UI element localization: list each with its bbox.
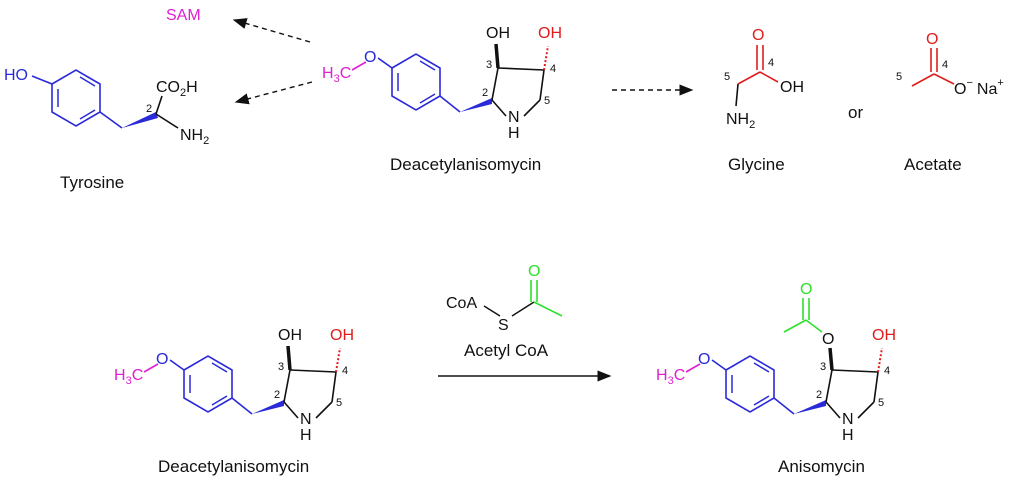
glycine-structure: O OH 4 5 NH2 [724,27,804,131]
svg-text:OH: OH [330,327,354,344]
anisomycin-name: Anisomycin [778,457,865,476]
acetate-structure: O 4 5 O−Na+ [896,31,1004,98]
acetyl-coa-structure: CoA S O [446,263,563,334]
svg-text:O: O [752,27,764,44]
acetyl-coa-name: Acetyl CoA [464,341,549,360]
svg-text:O: O [822,331,834,348]
svg-text:4: 4 [768,57,774,69]
svg-text:O: O [528,263,540,280]
svg-text:O−Na+: O−Na+ [954,77,1004,98]
svg-text:S: S [498,317,509,334]
svg-text:O: O [800,281,812,298]
svg-text:CO2H: CO2H [156,79,198,99]
svg-text:OH: OH [486,25,510,42]
svg-text:NH2: NH2 [180,127,209,147]
svg-text:NH2: NH2 [726,111,755,131]
deacetylanisomycin-top-name: Deacetylanisomycin [390,155,541,174]
tyrosine-name: Tyrosine [60,173,124,192]
svg-text:5: 5 [724,71,730,83]
deacetylanisomycin-top-structure: OH OH [321,25,562,143]
svg-text:HO: HO [4,67,28,84]
deacetylanisomycin-bottom-structure: OH OH [113,327,354,445]
acetate-name: Acetate [904,155,962,174]
tyrosine-structure: HO 2 CO2H NH2 [4,67,209,147]
svg-text:5: 5 [896,71,902,83]
svg-text:4: 4 [942,59,948,71]
svg-text:CoA: CoA [446,295,477,312]
svg-text:2: 2 [146,103,152,115]
svg-text:OH: OH [780,79,804,96]
svg-text:OH: OH [872,327,896,344]
deacetylanisomycin-bottom-name: Deacetylanisomycin [158,457,309,476]
sam-label: SAM [166,7,201,24]
svg-text:OH: OH [278,327,302,344]
or-connector: or [848,103,863,122]
arrow-to-sam [232,18,311,43]
svg-text:O: O [926,31,938,48]
anisomycin-structure: O O OH [655,281,896,445]
glycine-name: Glycine [728,155,785,174]
svg-text:OH: OH [538,25,562,42]
arrow-to-tyrosine [234,81,313,105]
